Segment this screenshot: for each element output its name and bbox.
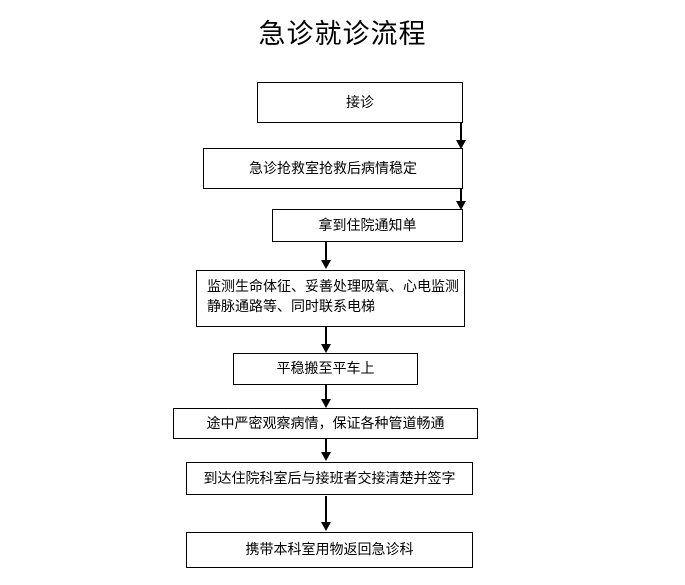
flow-node-n6[interactable]: 途中严密观察病情，保证各种管道畅通 xyxy=(173,408,478,439)
flow-edge-n3-n4 xyxy=(321,242,331,270)
flow-node-n4[interactable]: 监测生命体征、妥善处理吸氧、心电监测 静脉通路等、同时联系电梯 xyxy=(196,270,465,327)
flow-node-n4-label-line2: 静脉通路等、同时联系电梯 xyxy=(207,299,375,315)
flow-edge-n5-n6 xyxy=(321,385,331,409)
flow-node-n3[interactable]: 拿到住院通知单 xyxy=(272,209,463,242)
flow-node-n4-label-line1: 监测生命体征、妥善处理吸氧、心电监测 xyxy=(207,279,459,295)
flow-node-n5-label: 平稳搬至平车上 xyxy=(276,361,375,377)
flow-edge-n7-n8 xyxy=(321,496,331,532)
flow-edge-n6-n7 xyxy=(321,439,331,462)
flow-node-n8[interactable]: 携带本科室用物返回急诊科 xyxy=(186,532,473,568)
flow-edge-n2-n3 xyxy=(456,189,466,211)
flow-node-n8-label: 携带本科室用物返回急诊科 xyxy=(245,542,414,558)
flow-edge-n4-n5 xyxy=(321,327,331,354)
flow-edge-n1-n2 xyxy=(456,123,466,150)
flow-node-n2-label: 急诊抢救室抢救后病情稳定 xyxy=(249,160,417,177)
flow-node-n3-label: 拿到住院通知单 xyxy=(318,217,417,234)
page-title: 急诊就诊流程 xyxy=(258,19,427,50)
flow-node-n2[interactable]: 急诊抢救室抢救后病情稳定 xyxy=(203,148,463,189)
flow-node-n1[interactable]: 接诊 xyxy=(257,82,463,123)
flow-node-n7-label: 到达住院科室后与接班者交接清楚并签字 xyxy=(203,470,456,487)
flow-node-n1-label: 接诊 xyxy=(346,94,374,111)
flow-node-n6-label: 途中严密观察病情，保证各种管道畅通 xyxy=(206,415,445,432)
flow-node-n7[interactable]: 到达住院科室后与接班者交接清楚并签字 xyxy=(186,462,473,495)
flow-node-n5[interactable]: 平稳搬至平车上 xyxy=(233,353,418,385)
